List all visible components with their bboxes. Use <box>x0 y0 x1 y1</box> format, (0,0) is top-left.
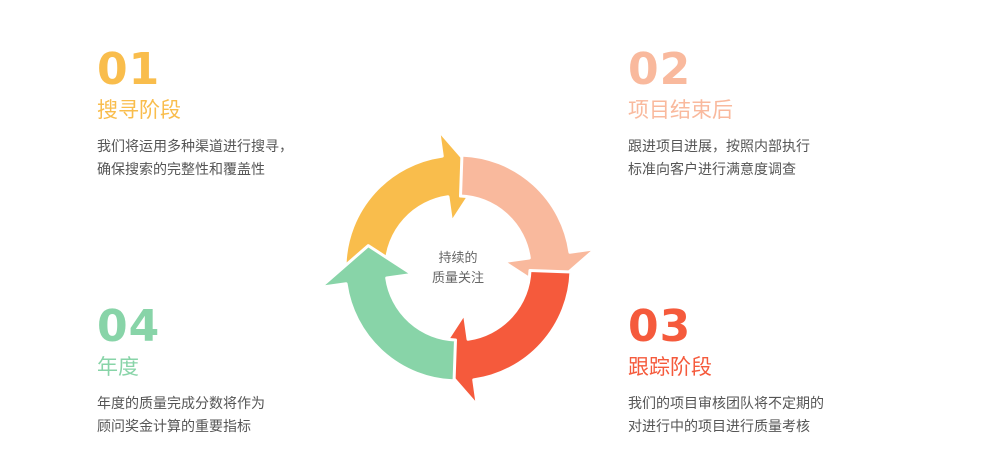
step-03-description: 我们的项目审核团队将不定期的 对进行中的项目进行质量考核 <box>628 393 824 439</box>
step-02-block: 02 项目结束后 跟进项目进展，按照内部执行 标准向客户进行满意度调查 <box>628 48 810 182</box>
cycle-arrow-step-04 <box>318 244 457 383</box>
step-01-description-line-1: 我们将运用多种渠道进行搜寻， <box>97 139 293 155</box>
step-04-description-line-1: 年度的质量完成分数将作为 <box>97 396 265 412</box>
step-01-number: 01 <box>97 44 161 95</box>
step-03-block: 03 跟踪阶段 我们的项目审核团队将不定期的 对进行中的项目进行质量考核 <box>628 305 824 439</box>
step-04-block: 04 年度 年度的质量完成分数将作为 顾问奖金计算的重要指标 <box>97 305 265 439</box>
step-02-title: 项目结束后 <box>628 98 733 122</box>
step-02-number: 02 <box>628 44 692 95</box>
step-01-description-line-2: 确保搜索的完整性和覆盖性 <box>97 162 265 178</box>
cycle-arrow-step-03 <box>434 269 573 408</box>
step-03-description-line-1: 我们的项目审核团队将不定期的 <box>628 396 824 412</box>
step-03-title: 跟踪阶段 <box>628 355 712 379</box>
center-label-line-1: 持续的 <box>438 251 478 266</box>
cycle-arrow-step-02 <box>459 153 598 292</box>
cycle-center-label: 持续的 质量关注 <box>408 249 508 289</box>
step-03-number: 03 <box>628 301 692 352</box>
step-01-title: 搜寻阶段 <box>97 98 181 122</box>
step-01-description: 我们将运用多种渠道进行搜寻， 确保搜索的完整性和覆盖性 <box>97 136 293 182</box>
step-04-description-line-2: 顾问奖金计算的重要指标 <box>97 419 251 435</box>
cycle-arrow-step-01 <box>343 128 482 267</box>
step-04-number: 04 <box>97 301 161 352</box>
step-02-description-line-1: 跟进项目进展，按照内部执行 <box>628 139 810 155</box>
center-label-line-2: 质量关注 <box>431 271 484 286</box>
step-02-description: 跟进项目进展，按照内部执行 标准向客户进行满意度调查 <box>628 136 810 182</box>
step-04-title: 年度 <box>97 355 139 379</box>
step-03-description-line-2: 对进行中的项目进行质量考核 <box>628 419 810 435</box>
step-01-block: 01 搜寻阶段 我们将运用多种渠道进行搜寻， 确保搜索的完整性和覆盖性 <box>97 48 293 182</box>
step-04-description: 年度的质量完成分数将作为 顾问奖金计算的重要指标 <box>97 393 265 439</box>
step-02-description-line-2: 标准向客户进行满意度调查 <box>628 162 796 178</box>
